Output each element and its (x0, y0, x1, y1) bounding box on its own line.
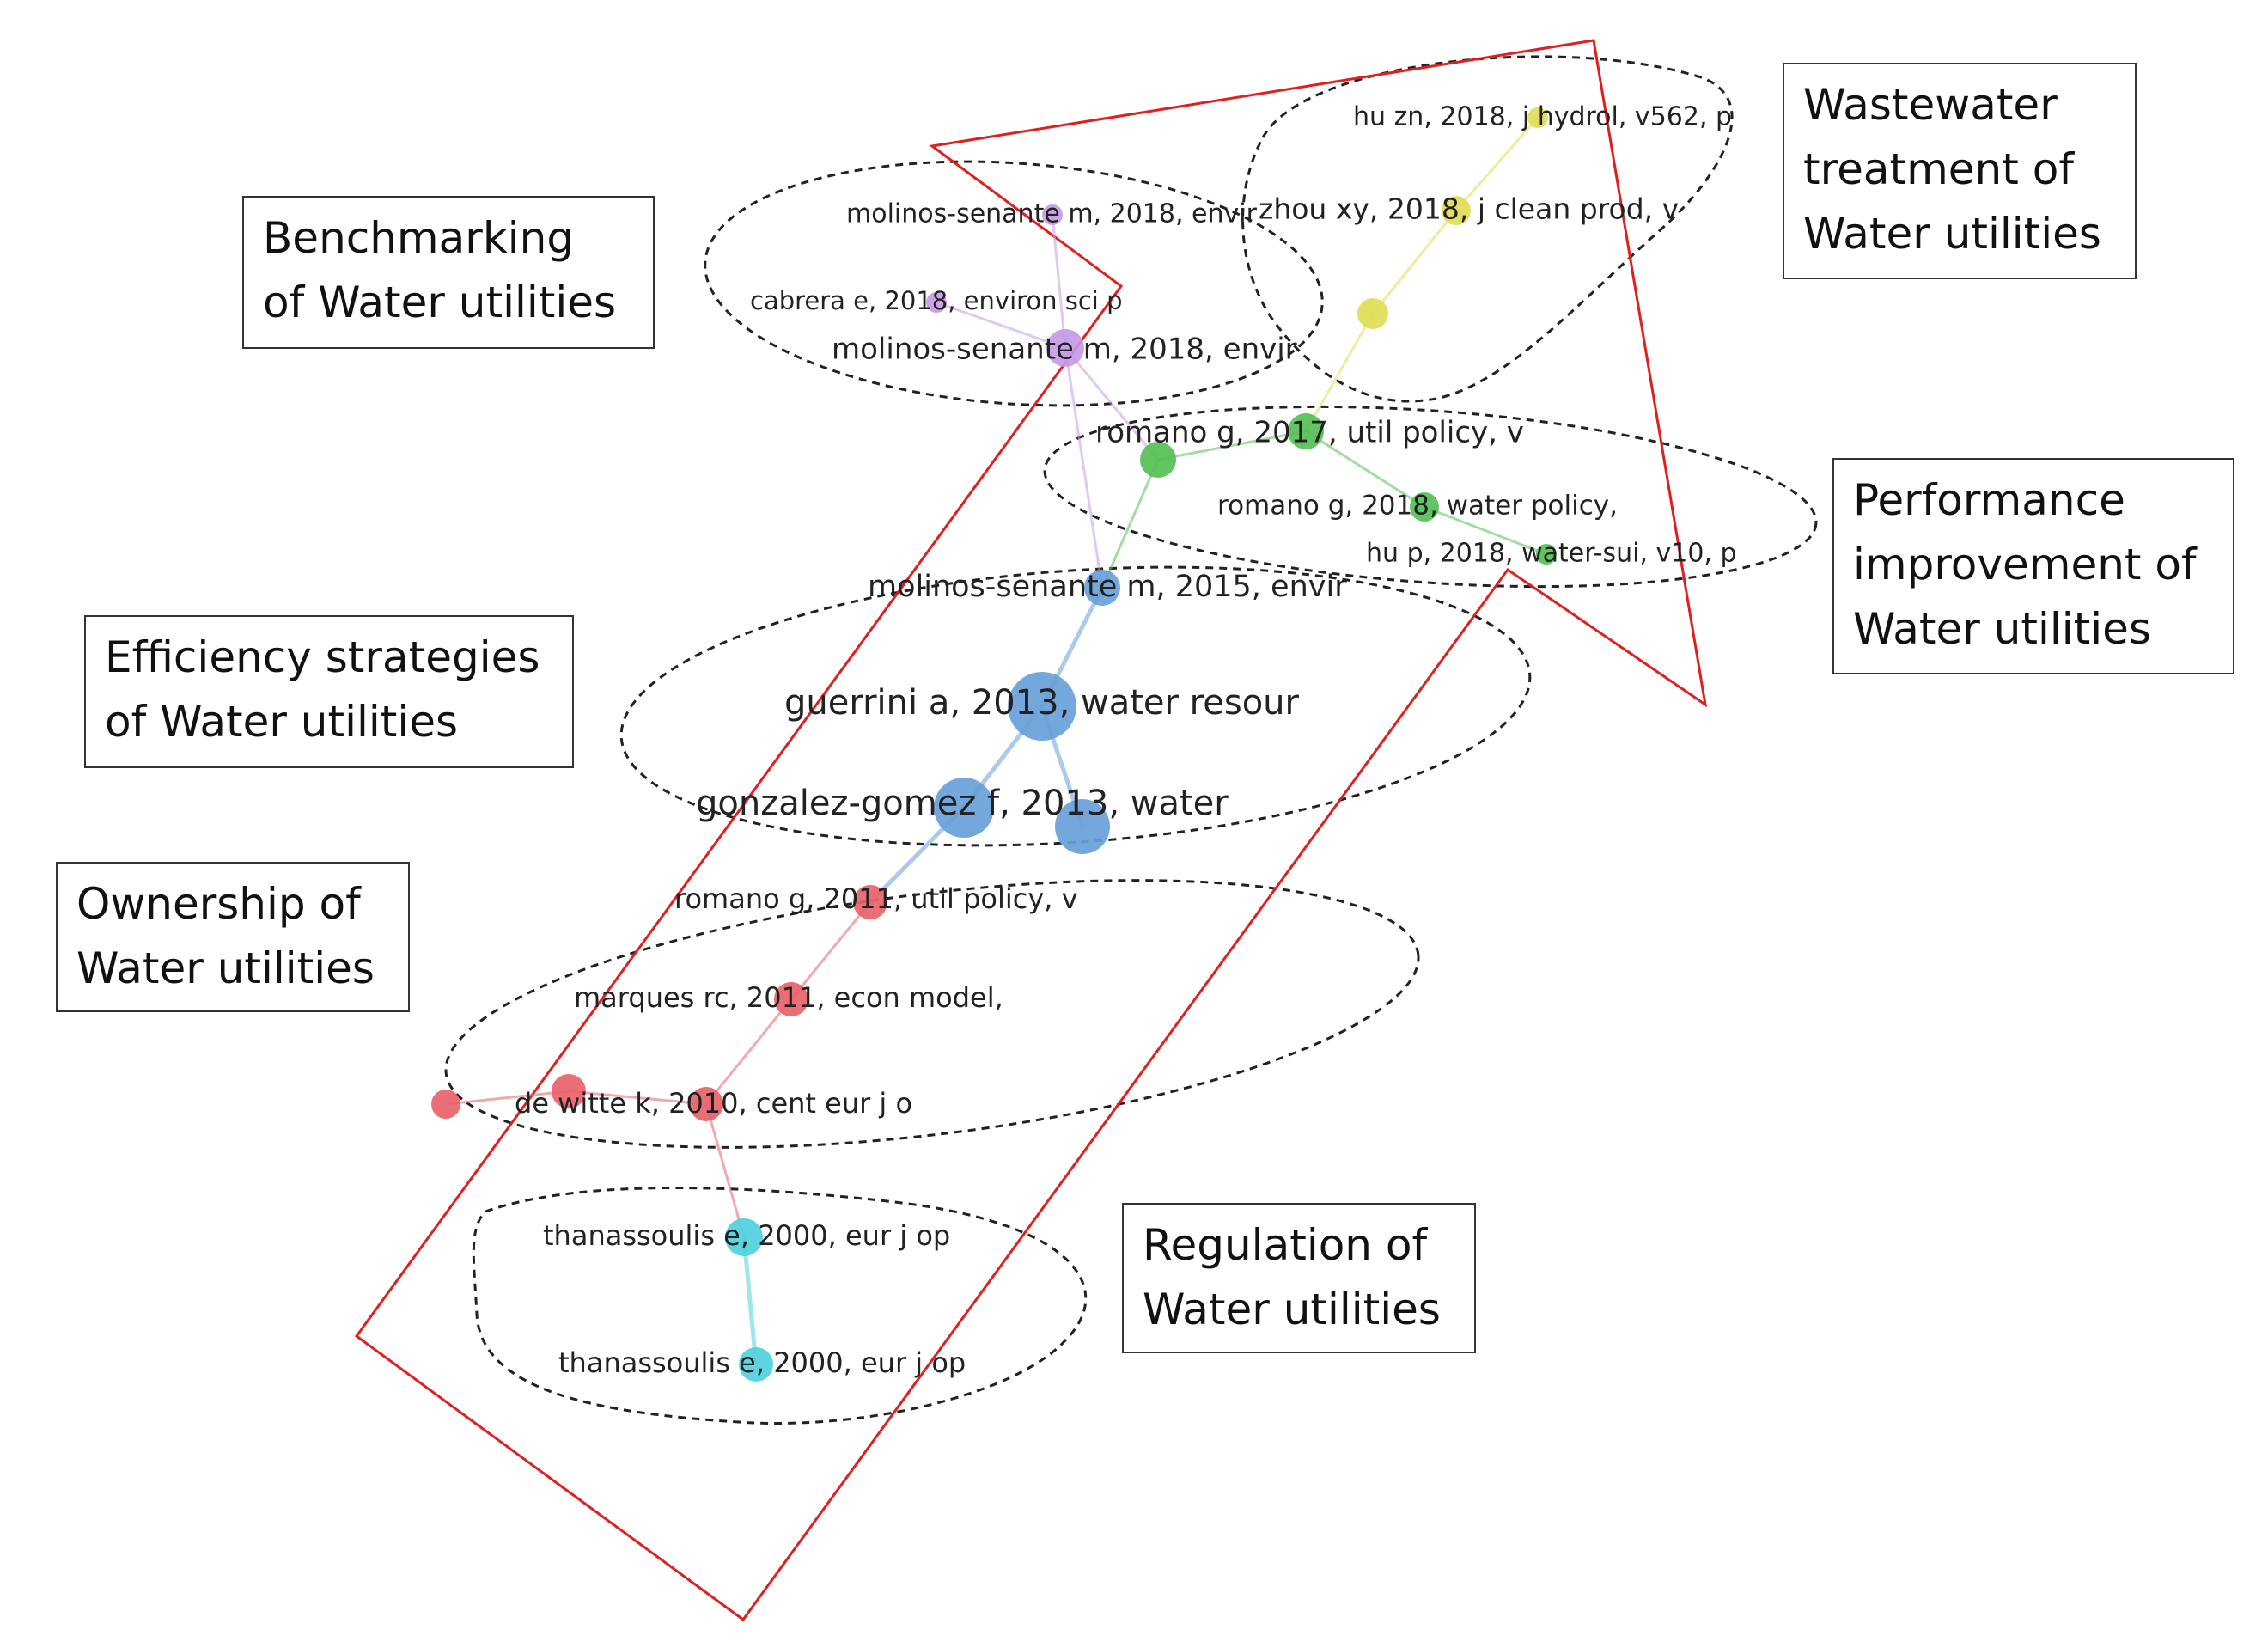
network-link-r3-r4 (568, 1090, 707, 1106)
network-node-p1[interactable] (1042, 204, 1063, 225)
network-link-p3-b1 (1064, 347, 1104, 589)
cluster-outline-wastewater (1241, 55, 1734, 403)
network-link-p3-g2 (1064, 347, 1160, 461)
caption-line: Ownership of (76, 879, 361, 929)
caption-line: of Water utilities (263, 278, 617, 327)
network-node-c2[interactable] (739, 1347, 773, 1382)
node-label-y2: zhou xy, 2018, j clean prod, v (1259, 192, 1679, 226)
node-label-b2: guerrini a, 2013, water resour (784, 683, 1300, 723)
network-nodes (431, 107, 1557, 1382)
caption-line: treatment of (1803, 144, 2074, 194)
cluster-outline-regulation (472, 1187, 1088, 1425)
cluster-caption-performance: Performance improvement of Water utilities (1832, 458, 2234, 674)
network-node-b2[interactable] (1008, 672, 1076, 741)
network-node-g3[interactable] (1410, 492, 1439, 522)
caption-line: of Water utilities (105, 697, 459, 747)
network-node-r4[interactable] (552, 1074, 586, 1108)
caption-line: Performance (1853, 475, 2125, 525)
network-node-y3[interactable] (1357, 298, 1388, 329)
network-link-y3-g1 (1304, 313, 1375, 432)
cluster-outline-ownership (444, 879, 1420, 1149)
network-node-b3[interactable] (934, 778, 994, 838)
cluster-caption-regulation: Regulation of Water utilities (1122, 1203, 1476, 1353)
cluster-caption-benchmarking: Benchmarking of Water utilities (242, 196, 655, 349)
node-label-p3: molinos-senante m, 2018, envir (832, 333, 1297, 367)
caption-line: Water utilities (76, 943, 375, 993)
cluster-caption-wastewater: Wastewater treatment of Water utilities (1783, 63, 2137, 279)
caption-line: Benchmarking (263, 213, 575, 263)
node-label-g1: romano g, 2017, util policy, v (1095, 416, 1524, 450)
network-node-p3[interactable] (1046, 329, 1084, 367)
network-node-b1[interactable] (1084, 570, 1120, 606)
caption-line: Efficiency strategies (105, 632, 540, 682)
caption-line: Water utilities (1143, 1285, 1441, 1334)
network-node-r1[interactable] (853, 885, 887, 919)
caption-line: Water utilities (1853, 604, 2151, 654)
network-node-r2[interactable] (774, 982, 808, 1016)
node-label-r2: marques rc, 2011, econ model, (574, 981, 1003, 1014)
network-link-c1-c2 (741, 1236, 759, 1365)
node-label-p2: cabrera e, 2018, environ sci p (750, 286, 1123, 315)
network-node-y1[interactable] (1527, 107, 1548, 128)
network-link-g2-b1 (1100, 459, 1160, 589)
network-link-r1-r2 (790, 901, 872, 1000)
node-label-b1: molinos-senante m, 2015, envir (868, 570, 1347, 604)
caption-line: Water utilities (1803, 209, 2101, 259)
node-label-r3: de witte k, 2010, cent eur j o (515, 1087, 912, 1120)
caption-line: Regulation of (1143, 1220, 1428, 1270)
network-labels: molinos-senante m, 2018, envir cabrera e,… (515, 102, 1737, 1380)
cluster-caption-efficiency: Efficiency strategies of Water utilities (84, 615, 574, 768)
network-link-g1-g3 (1305, 430, 1425, 509)
network-link-g3-g4 (1424, 505, 1547, 556)
cluster-outline-benchmarking (704, 160, 1324, 407)
node-label-c1: thanassoulis e, 2000, eur j op (543, 1219, 950, 1252)
cluster-caption-ownership: Ownership of Water utilities (56, 862, 410, 1012)
network-node-r3[interactable] (689, 1087, 723, 1121)
network-node-y2[interactable] (1442, 196, 1471, 225)
network-link-r2-r3 (704, 998, 793, 1105)
network-links (445, 117, 1547, 1365)
network-node-g2[interactable] (1140, 442, 1176, 478)
network-link-y1-y2 (1454, 117, 1539, 211)
network-node-p2[interactable] (926, 292, 947, 313)
node-label-y1: hu zn, 2018, j hydrol, v562, p (1353, 102, 1732, 132)
node-label-p1: molinos-senante m, 2018, envir (846, 199, 1258, 229)
network-node-c1[interactable] (725, 1218, 763, 1256)
node-label-b3: gonzalez-gomez f, 2013, water (696, 784, 1228, 823)
network-node-g1[interactable] (1288, 413, 1324, 449)
cluster-outline-performance (1043, 405, 1818, 589)
node-label-g3: romano g, 2018, water policy, (1217, 491, 1618, 522)
red-highlight-outline (354, 39, 1708, 1622)
network-link-g2-g1 (1157, 430, 1307, 461)
network-link-y2-y3 (1371, 210, 1458, 314)
network-link-p2-p3 (936, 301, 1066, 350)
network-node-r5[interactable] (431, 1090, 460, 1119)
network-link-r3-c1 (704, 1103, 746, 1238)
network-node-g4[interactable] (1536, 544, 1557, 565)
network-link-r4-r5 (445, 1090, 570, 1106)
node-label-g4: hu p, 2018, water-sui, v10, p (1366, 539, 1737, 569)
node-label-r1: romano g, 2011, util policy, v (674, 882, 1078, 915)
node-label-c2: thanassoulis e, 2000, eur j op (558, 1346, 966, 1379)
network-node-b4[interactable] (1055, 799, 1110, 854)
network-link-p1-p3 (1051, 214, 1067, 349)
caption-line: Wastewater (1803, 80, 2058, 130)
caption-line: improvement of (1853, 540, 2197, 589)
